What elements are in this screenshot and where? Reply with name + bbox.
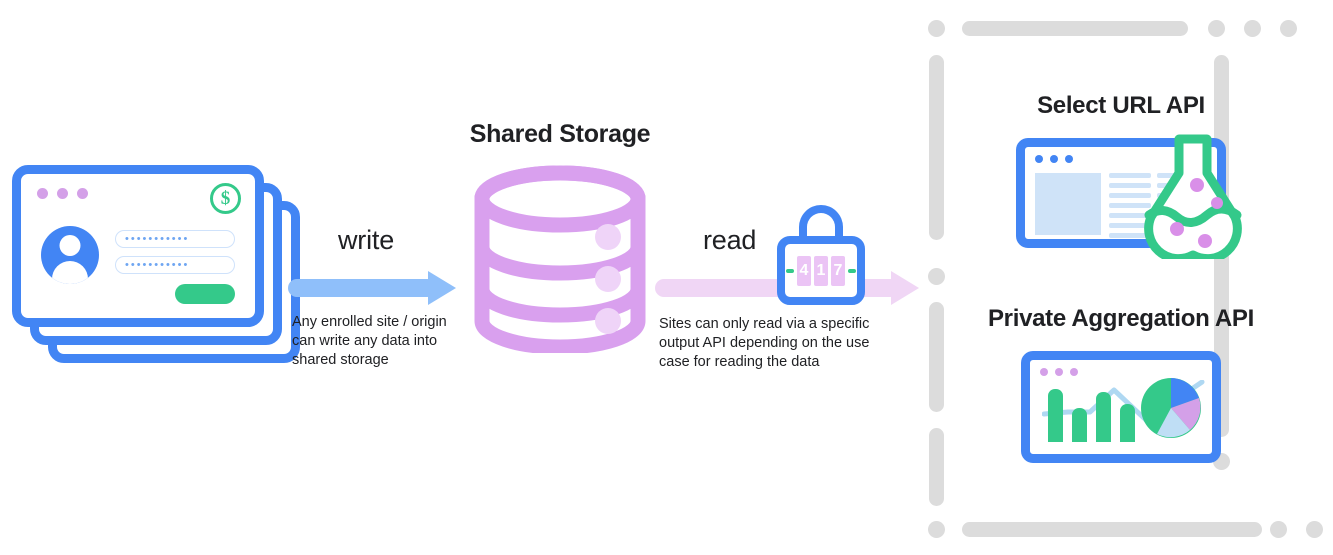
browser-window-with-flask-icon — [1016, 134, 1242, 264]
enrolled-sites-stack: $ ••••••••••• ••••••••••• — [12, 165, 302, 365]
titlebar-dot-icon — [57, 188, 68, 199]
titlebar-dot-icon — [1040, 368, 1048, 376]
panel-border-dot — [1306, 521, 1323, 538]
api-title: Select URL API — [1037, 92, 1205, 119]
text-line — [1109, 193, 1151, 198]
write-description: Any enrolled site / origin can write any… — [292, 314, 447, 368]
combination-digit: 7 — [831, 255, 845, 286]
titlebar-dot-icon — [1055, 368, 1063, 376]
panel-border-dot — [1208, 20, 1225, 37]
bar-chart-icon — [1048, 389, 1135, 442]
titlebar-dot-icon — [1050, 155, 1058, 163]
api-card-select-url[interactable]: Select URL API — [918, 92, 1324, 264]
chart-bar — [1048, 389, 1063, 442]
panel-border-dash — [962, 522, 1262, 537]
shared-storage-node: Shared Storage — [440, 120, 680, 360]
browser-window-with-charts-icon — [1021, 351, 1221, 463]
titlebar-dot-icon — [1070, 368, 1078, 376]
panel-border-dot — [1280, 20, 1297, 37]
text-line — [1109, 173, 1151, 178]
password-field: ••••••••••• — [115, 256, 235, 274]
write-label: write — [338, 225, 395, 255]
write-flow: write Any enrolled site / origin can wri… — [288, 225, 468, 400]
panel-border-dash — [929, 55, 944, 240]
dial-dash-right-icon — [848, 268, 856, 273]
output-api-panel: Select URL API — [918, 10, 1324, 545]
flask-icon — [1135, 133, 1251, 264]
site-card-front: $ ••••••••••• ••••••••••• — [12, 165, 264, 327]
titlebar-dot-icon — [77, 188, 88, 199]
submit-button — [175, 284, 235, 304]
panel-border-dash — [929, 302, 944, 412]
browser-titlebar-dots — [37, 188, 88, 199]
titlebar-dot-icon — [1035, 155, 1043, 163]
content-thumbnail — [1035, 173, 1101, 235]
avatar-head — [59, 235, 81, 256]
read-description: Sites can only read via a specific outpu… — [659, 316, 870, 370]
titlebar-dot-icon — [1065, 155, 1073, 163]
read-flow: read 4 1 7 Sites can only read via a spe… — [655, 205, 930, 405]
padlock-body: 4 1 7 — [777, 236, 865, 305]
pie-chart-icon — [1140, 377, 1202, 444]
read-label: read — [703, 225, 757, 255]
panel-border-dot — [928, 521, 945, 538]
panel-border-dot — [1270, 521, 1287, 538]
browser-titlebar-dots — [1035, 155, 1073, 163]
panel-border-dash — [962, 21, 1188, 36]
panel-border-dot — [928, 268, 945, 285]
titlebar-dot-icon — [37, 188, 48, 199]
user-avatar-icon — [41, 226, 99, 284]
panel-border-dash — [929, 428, 944, 506]
text-line — [1109, 223, 1151, 228]
api-card-private-aggregation[interactable]: Private Aggregation API — [918, 305, 1324, 463]
chart-bar — [1072, 408, 1087, 442]
text-line — [1109, 213, 1151, 218]
text-line — [1109, 233, 1151, 238]
api-title: Private Aggregation API — [987, 305, 1255, 332]
chart-bar — [1096, 392, 1111, 442]
text-line — [1109, 203, 1151, 208]
panel-border-dot — [928, 20, 945, 37]
text-lines-col-1 — [1109, 173, 1151, 238]
chart-bar — [1120, 404, 1135, 442]
panel-border-dot — [1244, 20, 1261, 37]
username-field: ••••••••••• — [115, 230, 235, 248]
browser-titlebar-dots — [1040, 368, 1078, 376]
padlock-shackle — [799, 205, 843, 249]
combination-digit: 1 — [814, 255, 828, 286]
text-line — [1109, 183, 1151, 188]
padlock-icon: 4 1 7 — [777, 205, 865, 305]
dollar-coin-icon: $ — [210, 183, 241, 214]
database-cylinder-icon — [468, 165, 652, 358]
shared-storage-title: Shared Storage — [469, 120, 651, 148]
dial-dash-left-icon — [786, 268, 794, 273]
combination-digit: 4 — [797, 255, 811, 286]
avatar-body — [52, 261, 88, 284]
